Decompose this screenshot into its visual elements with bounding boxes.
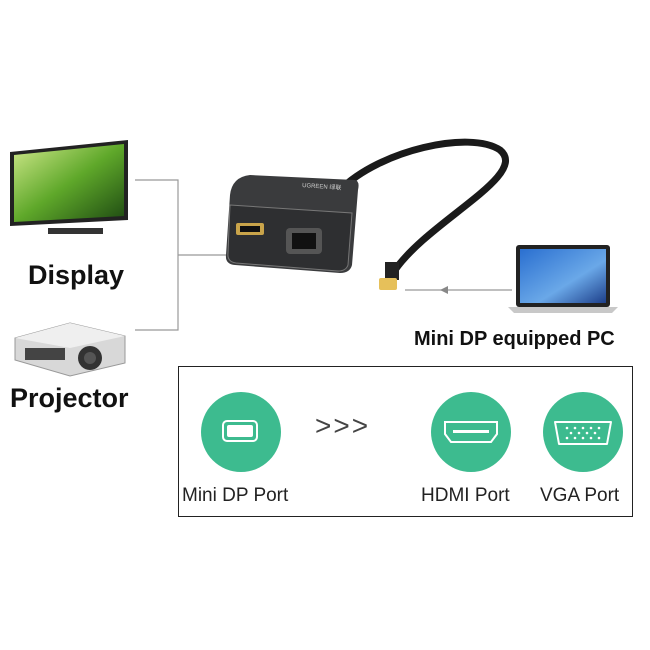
hdmi-port-icon [431,392,511,472]
mini-dp-port-icon [201,392,281,472]
pc-label: Mini DP equipped PC [414,328,615,350]
hdmi-port-label: HDMI Port [421,485,510,506]
display-label: Display [28,260,125,290]
projector-image [14,322,126,377]
projector-label: Projector [10,383,129,413]
mini-dp-port-label: Mini DP Port [182,485,289,506]
vga-port-label: VGA Port [540,485,620,506]
port-conversion-box: >>> Mini DP Port HDMI Port VGA Port [178,366,633,517]
vga-port-icon [543,392,623,472]
adapter-image: UGREEN 绿联 [225,175,359,273]
mini-dp-plug-image [379,262,399,290]
svg-text:UGREEN 绿联: UGREEN 绿联 [302,181,342,192]
display-tv-image [10,140,128,234]
laptop-image [508,245,618,313]
arrow-left-icon [440,286,448,294]
conversion-arrows: >>> [315,410,371,441]
